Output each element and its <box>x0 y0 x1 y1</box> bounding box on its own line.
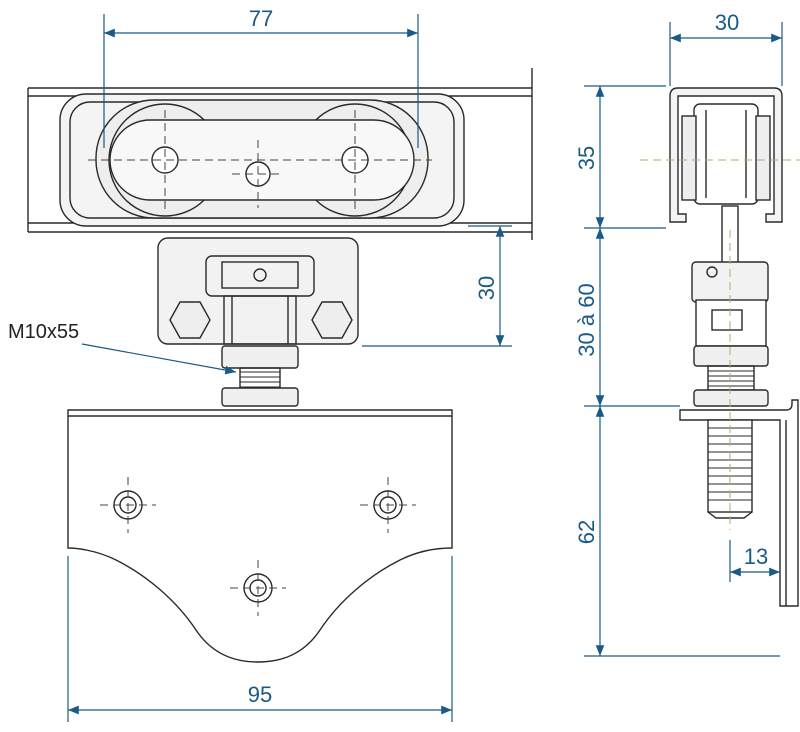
dim-13: 13 <box>744 544 768 569</box>
hex-nut-upper <box>221 345 299 369</box>
dim-30-front: 30 <box>474 276 499 300</box>
rail-profile <box>669 87 783 223</box>
side-nut-upper <box>693 345 769 367</box>
side-wheel <box>693 103 759 205</box>
nut-top-hole <box>253 268 267 282</box>
hex-bolt-left <box>169 301 211 339</box>
dim-30-top: 30 <box>715 10 739 35</box>
dimension-lines <box>67 14 783 722</box>
side-nut-lower <box>693 389 769 407</box>
nut-top <box>221 261 299 289</box>
side-view <box>669 87 799 607</box>
dim-35: 35 <box>574 146 599 170</box>
dim-30-a-60: 30 à 60 <box>574 283 599 356</box>
axle-hole-left <box>151 146 179 174</box>
dim-62: 62 <box>574 520 599 544</box>
hex-bolt-right <box>311 301 353 339</box>
hex-nut-lower <box>221 387 299 407</box>
dim-95: 95 <box>248 682 272 707</box>
stem <box>223 295 297 345</box>
front-view <box>27 68 533 663</box>
centerlines-front <box>88 110 432 616</box>
bolt-label: M10x55 <box>8 321 79 343</box>
centerline-side <box>640 159 800 530</box>
dim-77: 77 <box>249 6 273 31</box>
mounting-plate <box>67 409 453 663</box>
